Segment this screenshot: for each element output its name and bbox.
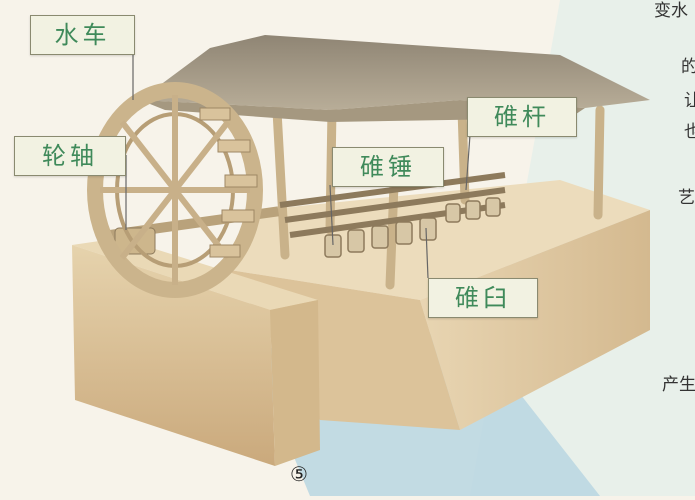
leader-lines (125, 48, 471, 279)
stone-block-top (72, 238, 318, 310)
platform-side (420, 210, 650, 430)
platform-top (230, 180, 650, 300)
label-mortar: 碓臼 (428, 278, 538, 318)
label-water-wheel: 水车 (30, 15, 135, 55)
side-text-4: 也 (684, 122, 695, 142)
page-number: ⑤ (290, 462, 308, 486)
label-pestle-rod: 碓杆 (467, 97, 577, 137)
label-axle: 轮轴 (14, 136, 126, 176)
side-text-3: 让 (684, 91, 695, 111)
stone-block-side (270, 300, 320, 466)
label-pestle-hammer: 碓锤 (332, 147, 444, 187)
side-text-2: 的 (681, 57, 695, 77)
side-text-5: 艺 (678, 188, 695, 208)
side-text-1: 变水 (654, 1, 688, 21)
water-wheel (87, 82, 263, 298)
side-text-6: 产生 (662, 375, 695, 395)
stone-block-front (72, 245, 275, 466)
pestle-array (279, 172, 506, 258)
thatched-roof (140, 35, 650, 110)
